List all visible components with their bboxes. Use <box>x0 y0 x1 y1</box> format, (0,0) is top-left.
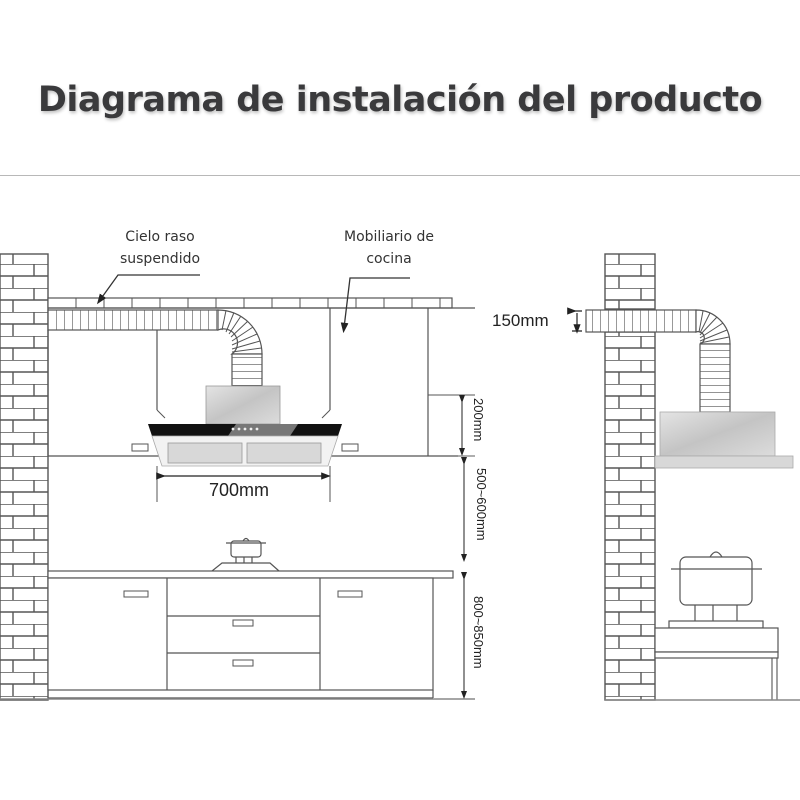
upper-cabinet-lines <box>47 308 429 456</box>
suspended-ceiling <box>47 297 453 309</box>
range-hood-side <box>659 411 776 457</box>
ceiling-label-line1: Cielo raso <box>125 229 195 245</box>
ceiling-label-line2: suspendido <box>119 251 201 267</box>
furniture-label: Mobiliario de cocina <box>328 226 450 270</box>
hood-width-dimension: 700mm <box>209 480 270 500</box>
front-view <box>0 253 475 701</box>
counter-height-dimension: 800~850mm <box>471 596 486 669</box>
base-cabinets <box>0 570 475 700</box>
duct-horizontal <box>47 309 219 331</box>
furniture-label-line1: Mobiliario de <box>344 229 434 245</box>
side-view <box>572 253 800 701</box>
cooktop-with-pot <box>211 537 280 572</box>
page-title: Diagrama de instalación del producto <box>37 80 763 120</box>
range-hood-front <box>148 385 342 467</box>
furniture-label-line2: cocina <box>366 251 412 267</box>
hood-to-cooktop-dimension: 500~600mm <box>474 468 489 541</box>
duct-diameter-dimension: 150mm <box>492 311 549 330</box>
left-brick-wall <box>0 253 49 701</box>
duct-vertical <box>231 353 263 387</box>
title-divider <box>0 175 800 176</box>
cabinet-gap-dimension: 200mm <box>471 398 486 442</box>
ceiling-label: Cielo raso suspendido <box>105 226 215 270</box>
